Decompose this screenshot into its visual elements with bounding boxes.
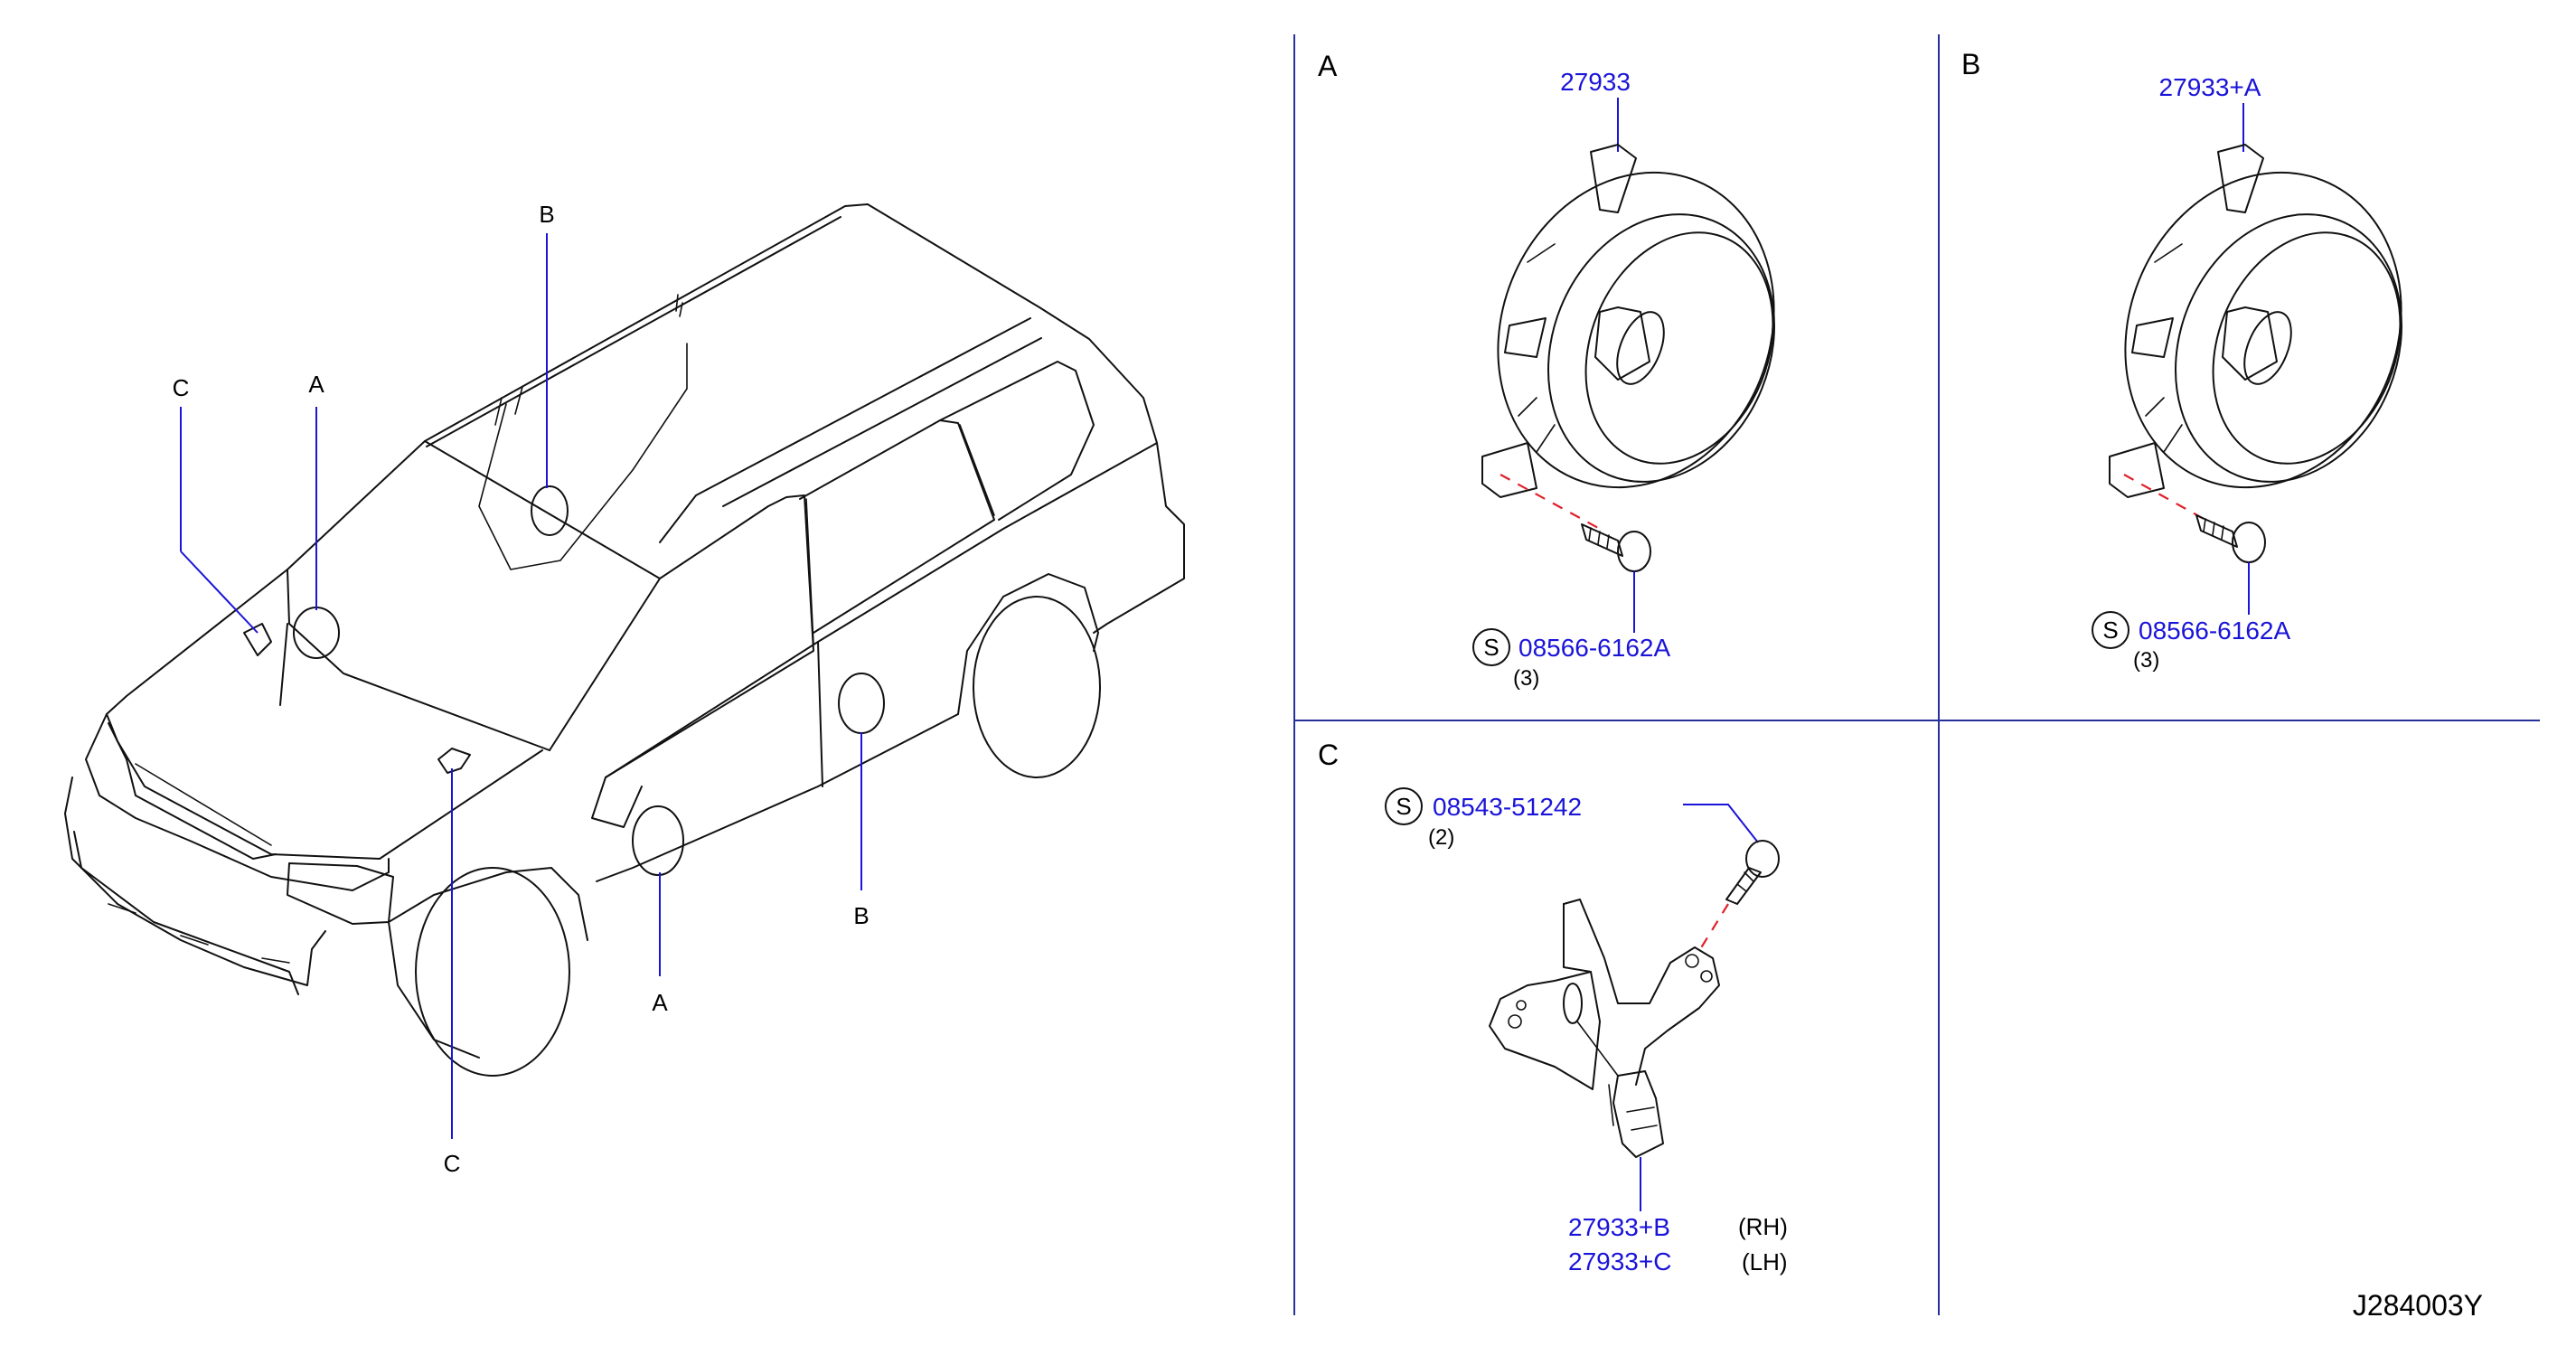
section-dividers (1293, 34, 2540, 1315)
diagram-code: J284003Y (2353, 1289, 2483, 1322)
section-c: C S 08543-51242 (2) 27933+B (RH) 27933 (1318, 739, 1788, 1275)
screw-icon (2195, 514, 2266, 563)
part-number-27933-c[interactable]: 27933+C (1568, 1247, 1671, 1275)
section-c-letter: C (1318, 739, 1339, 771)
section-a: A 27933 S 08566-6162A (3) (1318, 50, 1775, 691)
bracket-icon (1489, 899, 1720, 1158)
screw-quantity: (3) (1513, 666, 1539, 691)
screw-symbol: S (1396, 793, 1411, 820)
part-number-27933-a[interactable]: 27933+A (2159, 73, 2261, 101)
speaker-icon (1481, 144, 1775, 498)
callout-c-top: C (173, 374, 190, 401)
screw-number[interactable]: 08543-51242 (1433, 793, 1582, 821)
screw-quantity: (2) (1428, 825, 1454, 850)
side-rh: (RH) (1738, 1213, 1788, 1240)
screw-quantity: (3) (2133, 648, 2159, 673)
part-number-27933[interactable]: 27933 (1560, 68, 1631, 96)
callout-a-top: A (308, 371, 324, 398)
callout-c-bottom: C (444, 1150, 461, 1177)
callout-b-bottom: B (853, 902, 869, 929)
part-number-27933-b[interactable]: 27933+B (1568, 1213, 1670, 1241)
section-b: B 27933+A S 08566-6162A (3) (1961, 48, 2402, 673)
vehicle-illustration: C A B B A C (64, 201, 1185, 1177)
section-b-letter: B (1961, 48, 1980, 80)
speaker-icon (2109, 144, 2402, 498)
screw-symbol: S (1483, 634, 1499, 661)
callout-a-bottom: A (652, 989, 668, 1016)
callout-b-top: B (539, 201, 554, 228)
screw-symbol: S (2102, 617, 2118, 644)
section-a-letter: A (1318, 50, 1338, 82)
screw-number[interactable]: 08566-6162A (1518, 634, 1670, 662)
screw-icon (1581, 523, 1651, 572)
screw-number[interactable]: 08566-6162A (2139, 617, 2290, 645)
side-lh: (LH) (1742, 1248, 1788, 1275)
screw-icon (1725, 840, 1780, 905)
